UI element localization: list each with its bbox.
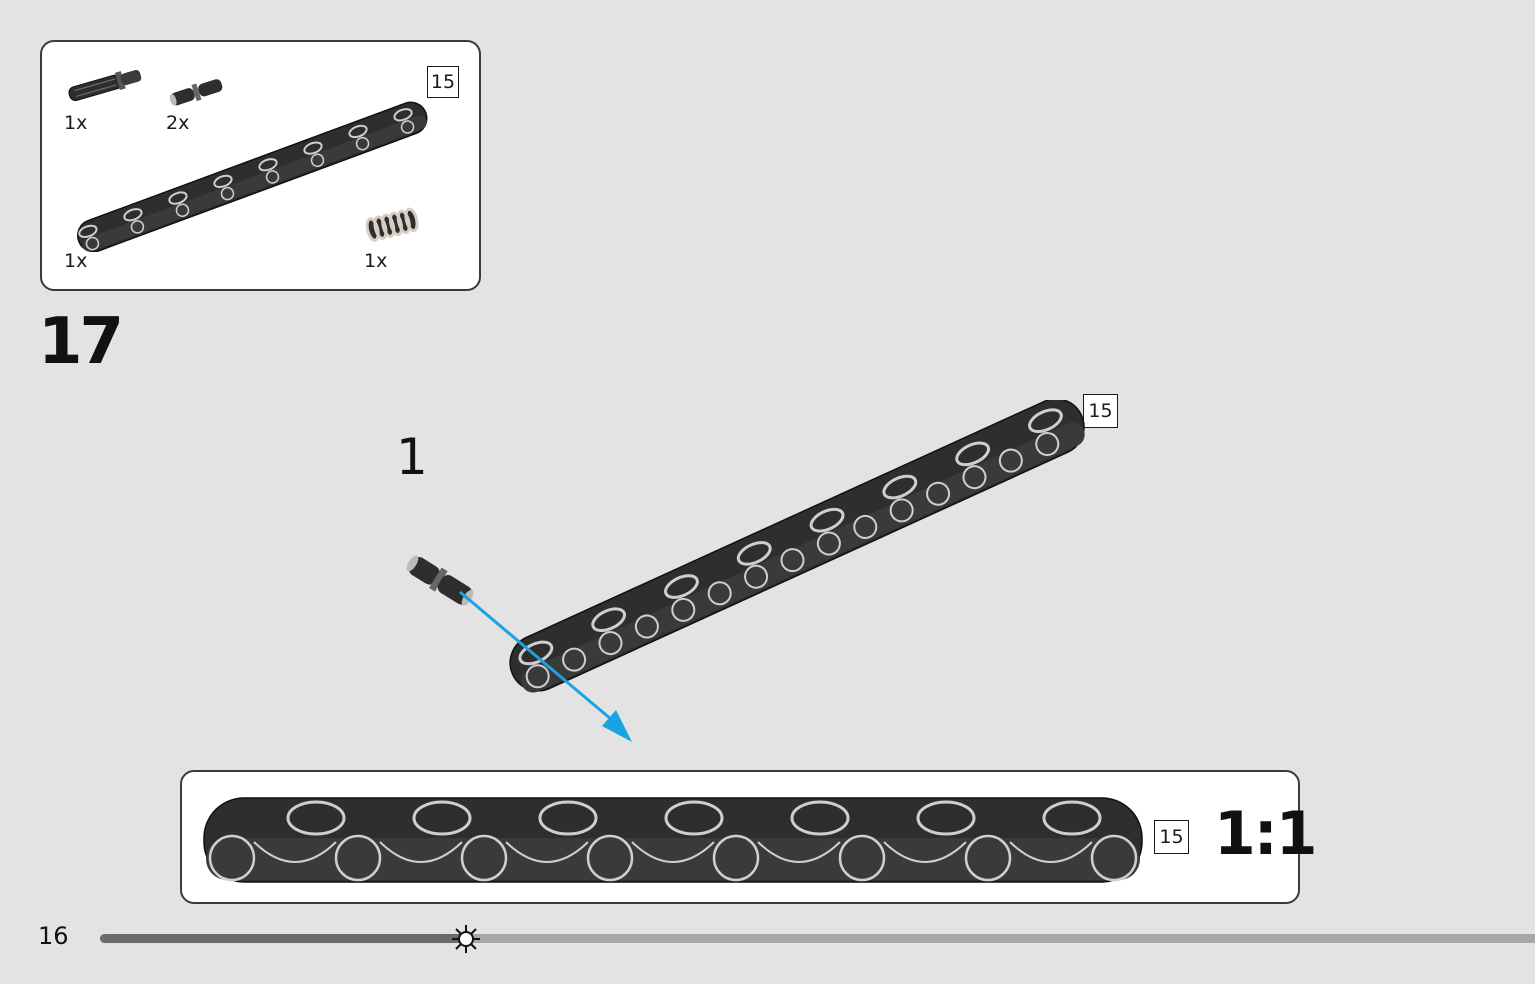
spring-quantity: 1x: [364, 250, 388, 272]
axle-pin-quantity: 1x: [64, 112, 88, 134]
main-beam-image: [509, 400, 1085, 693]
spring-part-image: [365, 207, 419, 242]
substep-number: 1: [396, 428, 428, 486]
beam-quantity: 1x: [64, 250, 88, 272]
main-beam-length-badge: 15: [1083, 394, 1118, 428]
step-number: 17: [38, 305, 124, 379]
beam-length-badge: 15: [427, 66, 459, 98]
page-number: 16: [38, 922, 69, 950]
assembly-illustration: [406, 400, 1085, 742]
beam-part-image: [77, 101, 428, 252]
pin-quantity: 2x: [166, 112, 190, 134]
progress-track: [100, 934, 1535, 943]
scale-beam-length-badge: 15: [1154, 820, 1189, 854]
progress-marker-icon: [452, 925, 480, 953]
scale-beam-image: [203, 797, 1143, 883]
parts-list-box: 1x 2x 15 1x: [40, 40, 481, 291]
scale-callout-box: 15: [180, 770, 1300, 904]
progress-fill: [100, 934, 466, 943]
insertion-arrow: [459, 590, 632, 742]
pin-part-image: [169, 79, 223, 106]
pin-image: [406, 555, 474, 606]
scale-label: 1:1: [1214, 799, 1317, 869]
axle-pin-part-image: [68, 69, 142, 102]
